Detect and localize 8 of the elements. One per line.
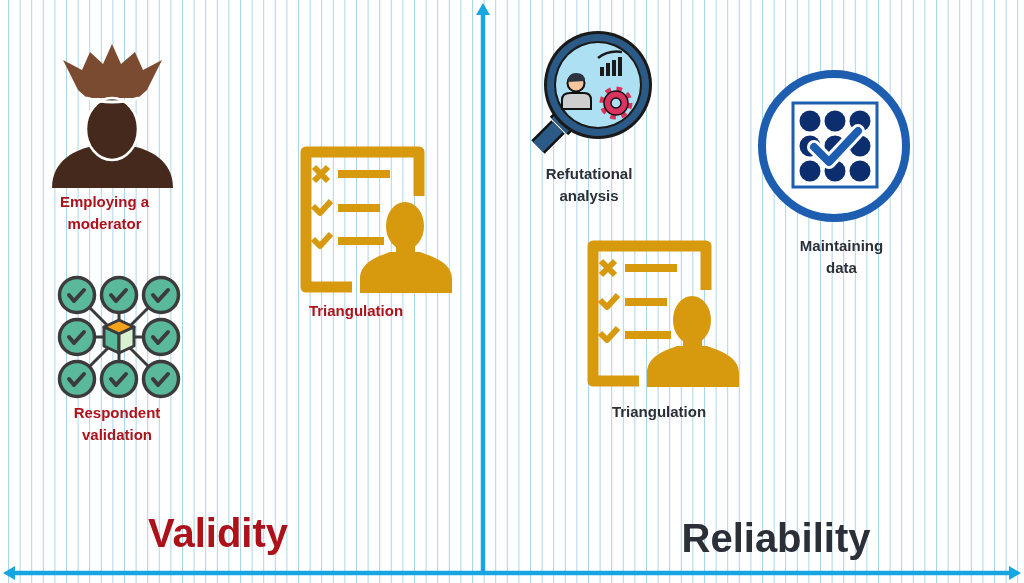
icon-caption: Employing a moderator — [59, 192, 150, 234]
icon-caption: Triangulation — [308, 301, 404, 321]
icon-caption: Maintaining data — [799, 236, 884, 278]
section-heading: Validity — [147, 510, 289, 556]
icon-caption: Triangulation — [611, 402, 707, 422]
section-heading: Reliability — [681, 515, 871, 561]
icon-caption: Respondent validation — [73, 403, 161, 445]
icon-caption: Refutational analysis — [545, 164, 633, 206]
